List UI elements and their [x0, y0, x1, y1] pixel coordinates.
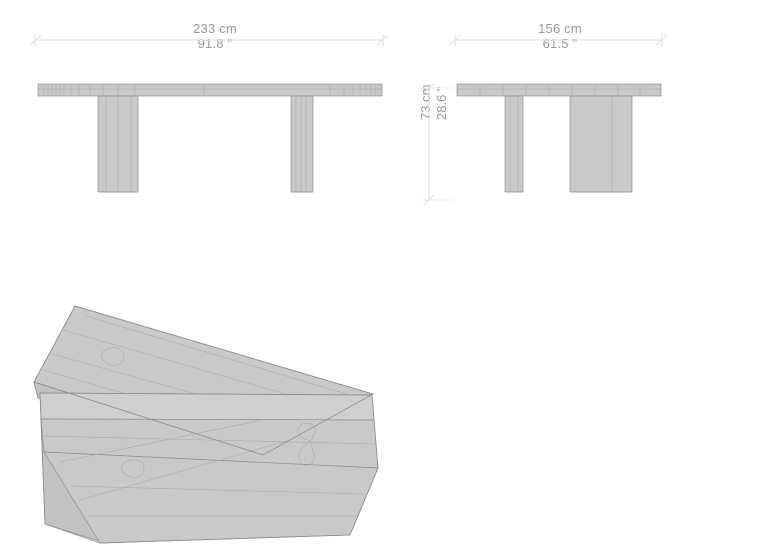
plan-perspective-view	[33, 305, 386, 544]
plan-slab-front-planks	[40, 418, 379, 544]
dimension-height-cm: 73 cm	[418, 84, 433, 120]
side-leg-narrow	[504, 95, 524, 193]
plan-slab-diagonal-lower	[59, 419, 291, 501]
plan-slab-upper	[33, 305, 374, 456]
front-elevation-view	[37, 83, 383, 193]
plan-slab-cross-right	[160, 427, 386, 502]
butterfly-joint	[297, 422, 316, 466]
plan-cross-band	[39, 392, 375, 421]
plan-slab-lower	[39, 392, 378, 544]
dimension-depth-cm: 156 cm	[538, 21, 582, 36]
front-leg-left	[97, 95, 139, 193]
side-tabletop	[456, 83, 662, 97]
dimension-depth-in: 61.5 "	[542, 36, 578, 51]
dimension-label-width: 233 cm 91.8 "	[155, 21, 275, 51]
dimension-width-in: 91.8 "	[197, 36, 233, 51]
knot-void-lower	[121, 459, 145, 478]
front-tabletop	[37, 83, 383, 97]
plan-slab-diagonal-right	[166, 430, 382, 503]
dimension-width-cm: 233 cm	[193, 21, 237, 36]
dimension-height-in: 28.6 "	[434, 86, 449, 120]
side-leg-wide	[569, 95, 633, 193]
plan-outline	[33, 305, 379, 544]
side-elevation-view	[456, 83, 662, 193]
dimension-label-depth: 156 cm 61.5 "	[500, 21, 620, 51]
front-leg-right	[290, 95, 314, 193]
knot-void-upper	[101, 347, 125, 366]
